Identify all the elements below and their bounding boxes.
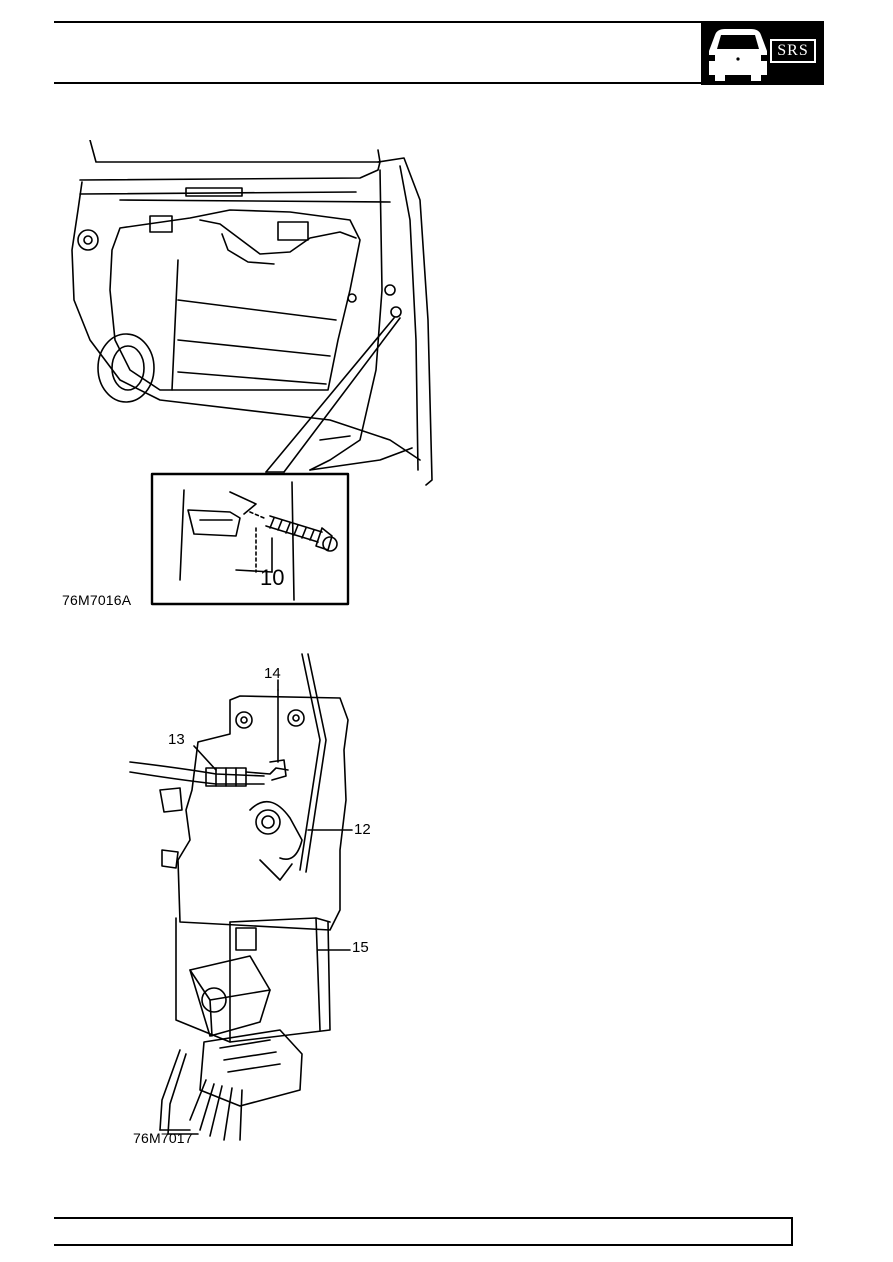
srs-badge-text: SRS [777, 42, 809, 59]
footer-frame [54, 1217, 793, 1246]
figure-code-76m7016a: 76M7016A [62, 592, 132, 608]
callout-12: 12 [354, 821, 371, 838]
callout-13: 13 [168, 731, 185, 748]
figure-door-latch: 13 14 12 15 [120, 650, 380, 1150]
figure-door-panel: 10 [60, 140, 440, 610]
header-top-rule [54, 21, 824, 23]
figure-code-76m7017: 76M7017 [133, 1130, 193, 1146]
srs-badge: SRS [701, 21, 824, 85]
callout-10: 10 [260, 565, 285, 590]
callout-15: 15 [352, 939, 369, 956]
callout-14: 14 [264, 665, 281, 682]
car-front-icon [707, 29, 816, 81]
header-bottom-rule [54, 82, 702, 84]
